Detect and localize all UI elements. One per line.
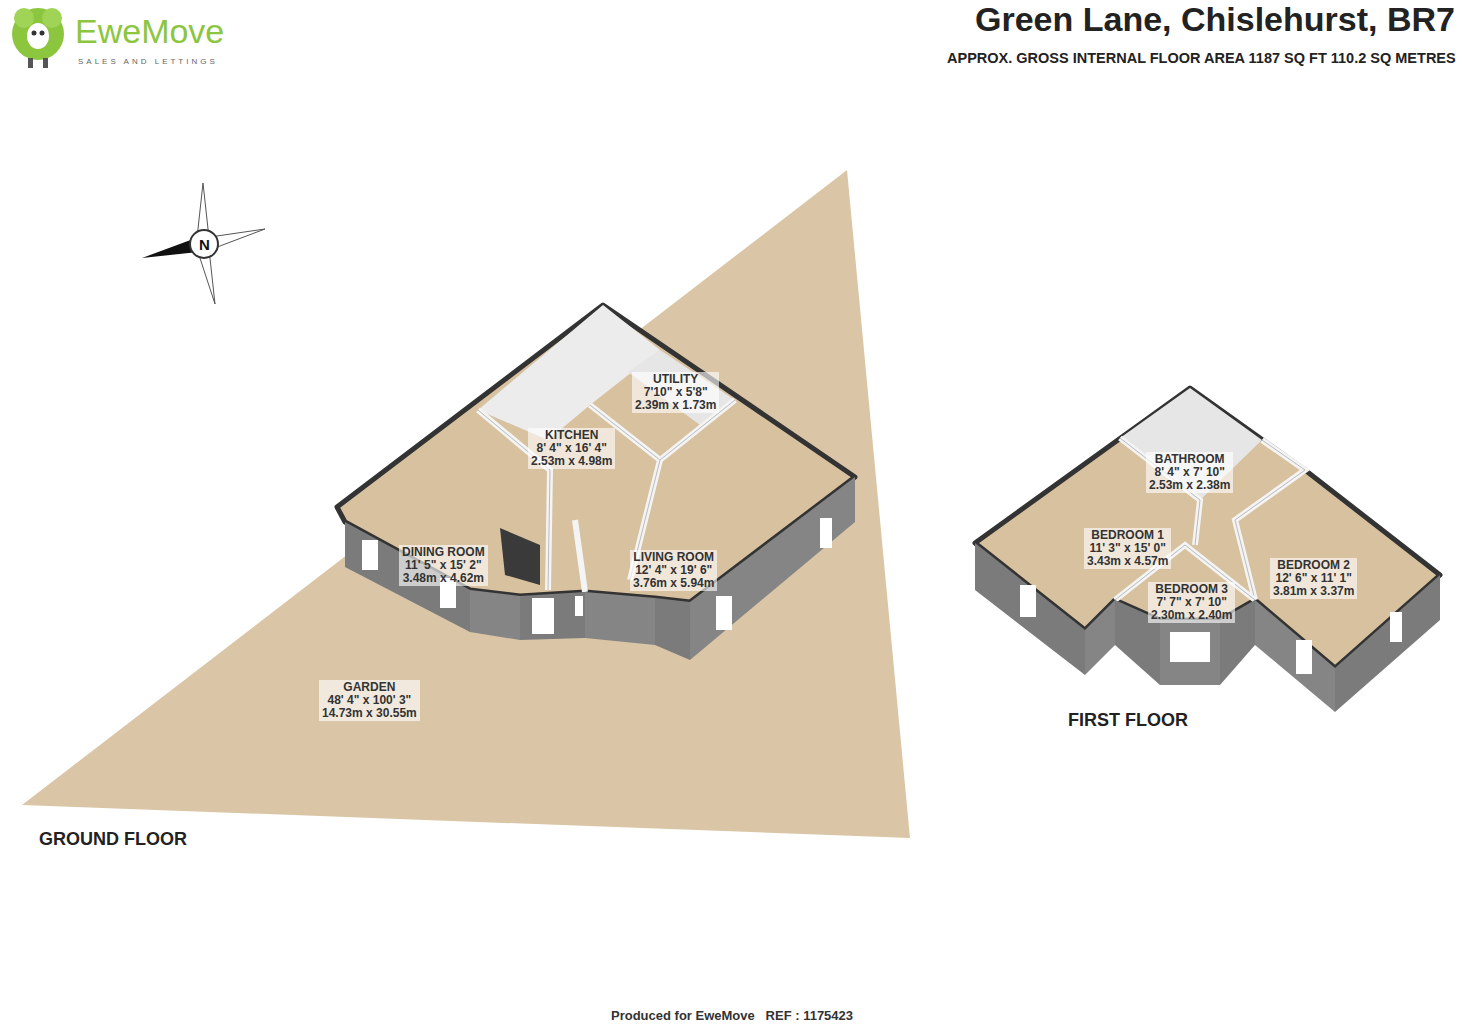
room-dimension: 3.76m x 5.94m [633,577,714,590]
room-dimension: 14.73m x 30.55m [322,707,417,720]
room-name: BEDROOM 2 [1273,559,1354,572]
room-name: BEDROOM 3 [1151,583,1232,596]
room-dimension: 3.48m x 4.62m [402,572,485,585]
room-label: KITCHEN8' 4" x 16' 4"2.53m x 4.98m [528,428,615,469]
floor-name: GROUND FLOOR [39,829,187,850]
room-name: UTILITY [635,373,716,386]
room-dimension: 12' 6" x 11' 1" [1273,572,1354,585]
room-label: BEDROOM 111' 3" x 15' 0"3.43m x 4.57m [1084,528,1171,569]
room-name: LIVING ROOM [633,551,714,564]
room-dimension: 3.81m x 3.37m [1273,585,1354,598]
room-dimension: 11' 3" x 15' 0" [1087,542,1168,555]
room-label: LIVING ROOM12' 4" x 19' 6"3.76m x 5.94m [630,550,717,591]
room-dimension: 48' 4" x 100' 3" [322,694,417,707]
room-dimension: 2.39m x 1.73m [635,399,716,412]
room-dimension: 7'10" x 5'8" [635,386,716,399]
room-name: DINING ROOM [402,546,485,559]
room-label: BEDROOM 37' 7" x 7' 10"2.30m x 2.40m [1148,582,1235,623]
reference-note: Produced for EweMove REF : 1175423 [611,1008,853,1023]
room-name: BEDROOM 1 [1087,529,1168,542]
room-dimension: 3.43m x 4.57m [1087,555,1168,568]
room-dimension: 2.53m x 4.98m [531,455,612,468]
room-dimension: 8' 4" x 16' 4" [531,442,612,455]
room-dimension: 11' 5" x 15' 2" [402,559,485,572]
room-name: GARDEN [322,681,417,694]
logo-tagline: SALES AND LETTINGS [78,57,218,66]
room-name: KITCHEN [531,429,612,442]
ground-floor-plan [337,305,855,660]
floor-area-note: APPROX. GROSS INTERNAL FLOOR AREA 1187 S… [947,50,1456,66]
first-floor-plan [975,388,1440,712]
room-dimension: 7' 7" x 7' 10" [1151,596,1232,609]
room-label: DINING ROOM11' 5" x 15' 2"3.48m x 4.62m [399,545,488,586]
logo-text: EweMove [75,12,224,51]
garden-label: GARDEN48' 4" x 100' 3"14.73m x 30.55m [319,680,420,721]
compass [142,183,265,304]
room-name: BATHROOM [1149,453,1230,466]
room-label: UTILITY7'10" x 5'8"2.39m x 1.73m [632,372,719,413]
floor-name: FIRST FLOOR [1068,710,1188,731]
garden-area: GARDEN48' 4" x 100' 3"14.73m x 30.55m UTI… [20,168,912,840]
room-dimension: 8' 4" x 7' 10" [1149,466,1230,479]
room-label: BEDROOM 212' 6" x 11' 1"3.81m x 3.37m [1270,558,1357,599]
room-dimension: 2.53m x 2.38m [1149,479,1230,492]
room-label: BATHROOM8' 4" x 7' 10"2.53m x 2.38m [1146,452,1233,493]
room-dimension: 2.30m x 2.40m [1151,609,1232,622]
compass-letter: N [199,236,210,253]
plan-title: Green Lane, Chislehurst, BR7 [975,0,1455,39]
room-dimension: 12' 4" x 19' 6" [633,564,714,577]
